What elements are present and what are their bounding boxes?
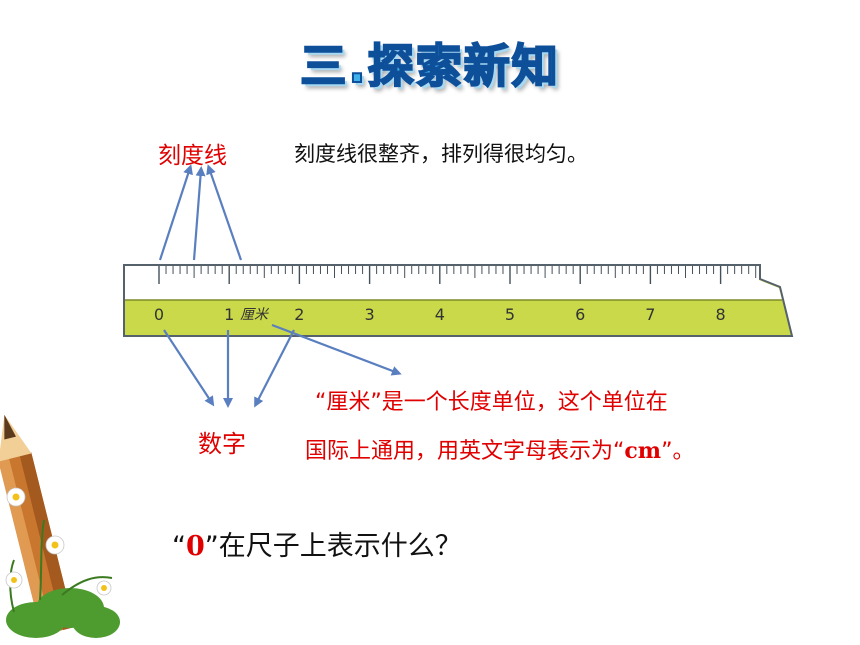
centimeter-note-line-1: “厘米”是一个长度单位，这个单位在 (315, 390, 668, 415)
numbers-label: 数字 (198, 430, 246, 458)
tick-lines-description: 刻度线很整齐，排列得很均匀。 (294, 142, 588, 166)
question-open-quote: “ (172, 531, 186, 562)
ruler-number: 0 (154, 305, 164, 324)
ruler-ticks (158, 266, 757, 284)
ruler-number: 3 (365, 305, 375, 324)
centimeter-note-suffix: ”。 (661, 439, 695, 464)
ruler-number: 4 (435, 305, 445, 324)
ruler-number: 1 (224, 305, 234, 324)
centimeter-unit-symbol: cm (624, 438, 662, 464)
arrow-number-0 (163, 329, 215, 407)
ruler-number: 6 (575, 305, 585, 324)
centimeter-note-prefix: 国际上通用，用英文字母表示为“ (305, 439, 625, 464)
arrow-tick-3 (206, 164, 243, 261)
centimeter-note-line-2: 国际上通用，用英文字母表示为“cm”。 (305, 433, 695, 465)
ruler-tick-strip (125, 266, 782, 300)
ruler-number: 7 (645, 305, 655, 324)
arrow-unit (271, 323, 402, 376)
arrow-tick-2 (192, 166, 206, 261)
ruler-number: 2 (294, 305, 304, 324)
slide-title: 三.探索新知 (299, 38, 560, 94)
arrow-tick-1 (158, 164, 193, 261)
arrow-number-2 (254, 329, 295, 408)
ruler-number: 5 (505, 305, 515, 324)
question-text: “0”在尺子上表示什么？ (172, 524, 462, 563)
question-zero: 0 (186, 531, 205, 562)
question-rest: ”在尺子上表示什么？ (204, 531, 462, 562)
ruler-unit-label: 厘米 (240, 307, 270, 323)
ruler-numbers: 0 1 2 3 4 5 6 7 8 (154, 305, 726, 324)
ruler-number: 8 (716, 305, 726, 324)
